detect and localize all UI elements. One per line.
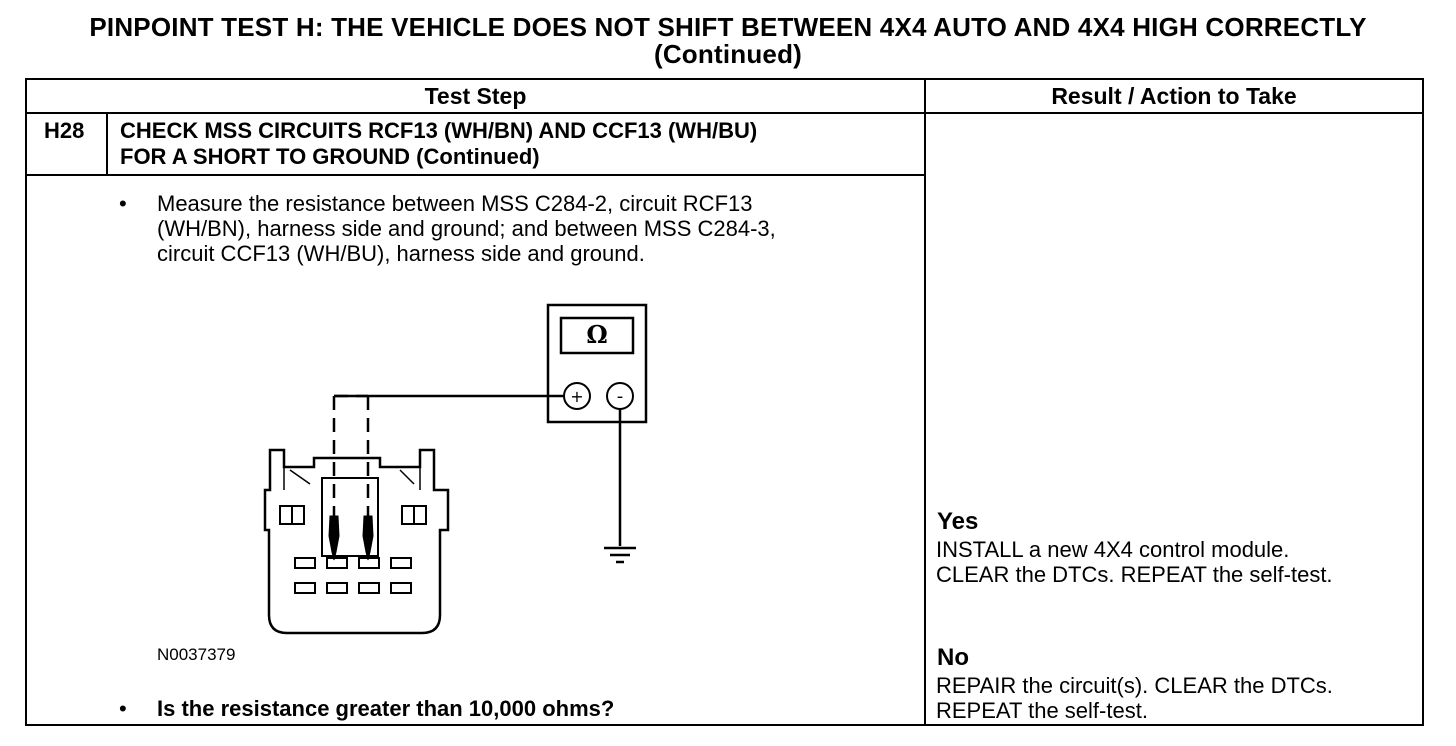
instruction-line-3: circuit CCF13 (WH/BU), harness side and …	[157, 241, 645, 266]
step-title-divider	[25, 174, 925, 176]
result-no-line-2: REPEAT the self-test.	[936, 698, 1148, 723]
figure-id: N0037379	[157, 645, 236, 664]
result-yes-line-2: CLEAR the DTCs. REPEAT the self-test.	[936, 562, 1333, 587]
step-title: CHECK MSS CIRCUITS RCF13 (WH/BN) AND CCF…	[120, 118, 757, 170]
instruction-line-2: (WH/BN), harness side and ground; and be…	[157, 216, 776, 241]
probe-right	[362, 515, 374, 561]
bullet-icon: •	[119, 191, 127, 216]
plus-symbol: +	[570, 387, 583, 406]
result-no-text: REPAIR the circuit(s). CLEAR the DTCs. R…	[936, 673, 1333, 723]
probe-left	[328, 515, 340, 561]
ohmmeter-display	[559, 316, 635, 355]
result-yes-label: Yes	[937, 508, 979, 535]
result-no-line-1: REPAIR the circuit(s). CLEAR the DTCs.	[936, 673, 1333, 698]
question-text: Is the resistance greater than 10,000 oh…	[157, 696, 615, 721]
bullet-icon: •	[119, 696, 127, 721]
ohm-symbol: Ω	[586, 320, 607, 349]
ohmmeter-connector-diagram: Ω + -	[263, 303, 648, 635]
step-id-divider	[106, 112, 108, 175]
page-title: PINPOINT TEST H: THE VEHICLE DOES NOT SH…	[89, 12, 1367, 42]
step-title-line-1: CHECK MSS CIRCUITS RCF13 (WH/BN) AND CCF…	[120, 118, 758, 143]
result-yes-line-1: INSTALL a new 4X4 control module.	[936, 537, 1290, 562]
ohmmeter-body	[546, 303, 648, 424]
instruction-text: Measure the resistance between MSS C284-…	[157, 191, 776, 266]
header-test-step: Test Step	[424, 83, 527, 109]
page-title-continued: (Continued)	[653, 39, 803, 69]
column-divider	[924, 78, 926, 726]
instruction-line-1: Measure the resistance between MSS C284-…	[157, 191, 753, 216]
header-result-action: Result / Action to Take	[1051, 83, 1297, 109]
result-yes-text: INSTALL a new 4X4 control module. CLEAR …	[936, 537, 1333, 587]
minus-symbol: -	[617, 386, 624, 407]
step-title-line-2: FOR A SHORT TO GROUND (Continued)	[120, 144, 540, 169]
header-divider	[25, 112, 1424, 114]
step-id: H28	[44, 118, 85, 143]
pinpoint-table	[25, 78, 1424, 726]
connector-housing	[263, 448, 450, 635]
result-no-label: No	[937, 644, 969, 671]
